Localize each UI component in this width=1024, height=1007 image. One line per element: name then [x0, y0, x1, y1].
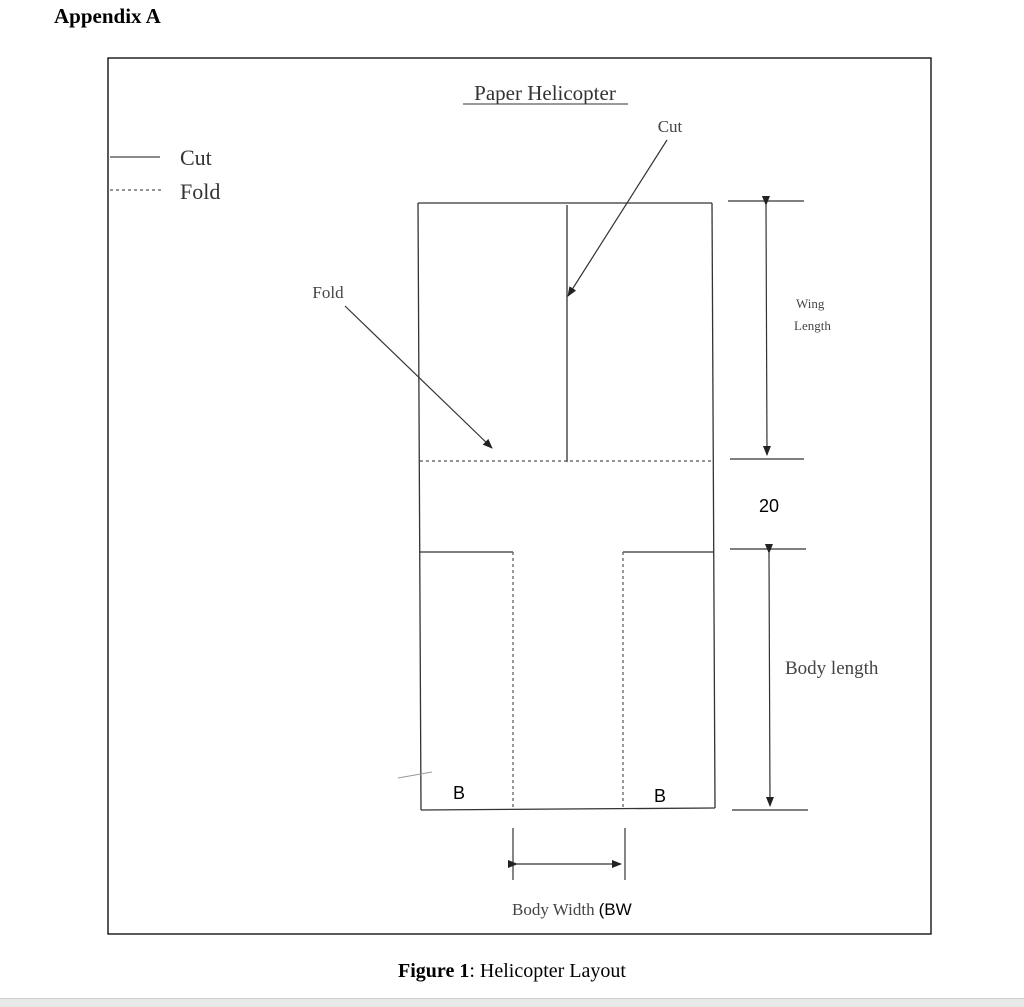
stray-mark — [397, 771, 433, 779]
cut-callout-label: Cut — [658, 117, 683, 136]
legend-cut-label: Cut — [180, 145, 212, 170]
diagram-title: Paper Helicopter — [474, 81, 616, 105]
body-length-dimension — [730, 543, 808, 811]
page-bottom-edge — [0, 998, 1024, 1007]
helicopter-outline — [417, 202, 716, 811]
middle-section-value: 20 — [759, 496, 779, 516]
figure-caption-text: : Helicopter Layout — [469, 960, 626, 982]
cut-callout-arrow — [567, 139, 668, 297]
body-width-label: Body Width(BW — [512, 900, 632, 919]
right-flap-label: B — [654, 786, 666, 806]
left-flap-label: B — [453, 783, 465, 803]
wing-length-label-line2: Length — [794, 318, 831, 333]
wing-length-dimension — [728, 195, 804, 460]
wing-length-label-line1: Wing — [796, 296, 825, 311]
body-width-dimension — [508, 828, 626, 880]
appendix-heading: Appendix A — [54, 4, 161, 28]
body-length-label: Body length — [785, 658, 879, 679]
figure-caption-label: Figure 1 — [398, 960, 470, 982]
fold-callout-label: Fold — [312, 283, 344, 302]
legend: Cut Fold — [110, 145, 220, 204]
fold-callout-arrow — [344, 305, 493, 449]
figure-border — [107, 57, 932, 935]
legend-fold-label: Fold — [180, 179, 220, 204]
fold-lines — [420, 460, 712, 808]
figure-caption: Figure 1: Helicopter Layout — [0, 960, 1024, 983]
